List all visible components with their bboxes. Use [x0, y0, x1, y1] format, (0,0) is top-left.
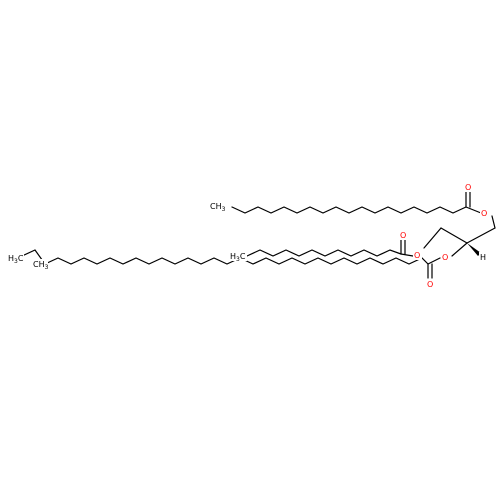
atom-o-ester-middle: O [414, 251, 420, 260]
stereo-wedge-bond [467, 243, 481, 256]
atom-o-carbonyl-middle: O [400, 231, 406, 240]
atom-o-ester-bottom: O [442, 253, 448, 262]
glycerol-c1-c2 [466, 227, 496, 244]
ester-top-c-o [465, 206, 482, 214]
atom-h-stereo: H [480, 253, 486, 262]
glycerol-backbone [423, 227, 496, 257]
glycerol-c2-c3 [440, 227, 468, 244]
atom-o-carbonyl-top: O [465, 183, 471, 192]
atom-ch3-branch: CH3 [33, 260, 49, 271]
chain-top-backbone [231, 206, 467, 214]
glycerol-c2-o [451, 242, 468, 257]
chain-middle-backbone [246, 249, 402, 257]
atom-o-ester-top: O [481, 209, 487, 218]
atom-h3c-middle: H3C [230, 252, 246, 263]
atom-labels: CH3 O O H3C O O H O O H3C [7, 182, 489, 289]
ester-top-o-ch2 [491, 215, 496, 229]
atom-ch3-top: CH3 [210, 202, 226, 213]
glycerol-c3-o [423, 227, 442, 249]
branch-ethyl-2 [21, 249, 36, 257]
ester-bottom-c-o [427, 257, 441, 265]
ester-middle-c-o [400, 253, 414, 257]
atom-h3c-branch-end: H3C [8, 254, 24, 265]
atom-o-carbonyl-bottom: O [427, 280, 433, 289]
chain-top-myristoyl [231, 191, 496, 229]
chain-middle-decanoyl [246, 239, 414, 257]
